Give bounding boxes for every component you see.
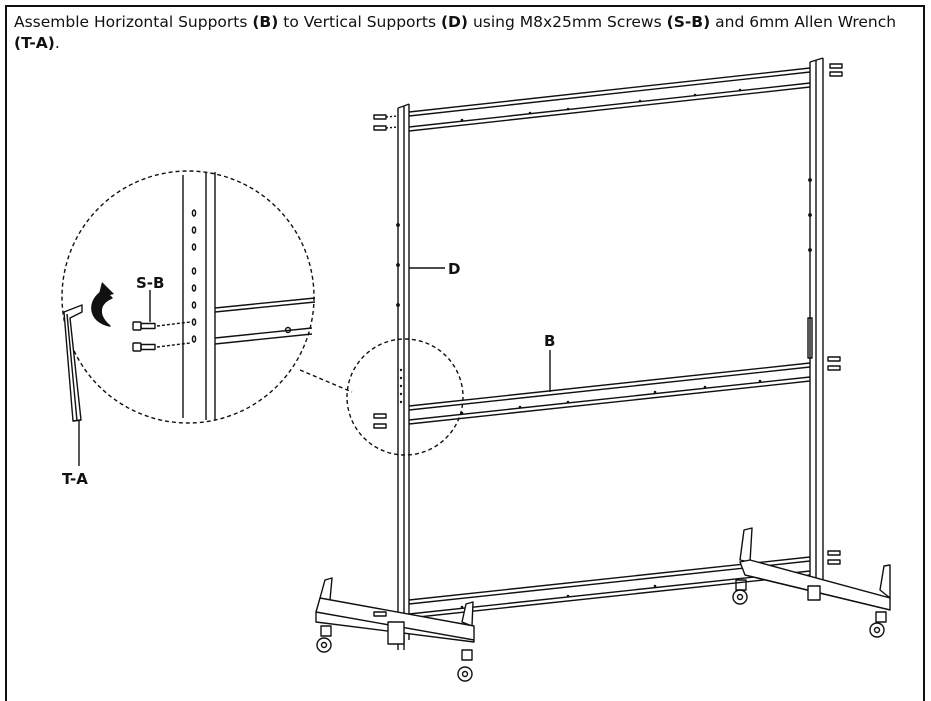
- horizontal-support-top: [408, 67, 811, 132]
- label-vertical-support: D: [448, 260, 460, 278]
- detail-circle: [61, 170, 315, 424]
- detail-screw-2: [132, 342, 191, 352]
- left-base: [315, 577, 475, 682]
- label-allen-wrench: T-A: [62, 470, 88, 488]
- allen-wrench: [63, 304, 83, 460]
- rotation-arrow-icon: [91, 289, 113, 327]
- vertical-support-right: [807, 57, 824, 590]
- screws-top-right: [829, 63, 843, 77]
- caster-left-2: [457, 649, 473, 682]
- screws-middle-right: [827, 356, 841, 371]
- detail-screw-1: [132, 321, 191, 331]
- horizontal-support-middle: [408, 362, 811, 425]
- screws-bottom-right: [827, 550, 841, 565]
- vertical-support-left: [396, 103, 410, 650]
- screws-bottom-left: [373, 611, 387, 617]
- page-border: [5, 5, 925, 701]
- screws-top-left: [373, 114, 399, 131]
- zoom-circle: [346, 338, 464, 456]
- instruction-text: Assemble Horizontal Supports (B) to Vert…: [14, 13, 897, 52]
- caster-right-2: [869, 611, 887, 638]
- label-horizontal-support: B: [544, 332, 555, 350]
- caster-left-1: [316, 625, 332, 653]
- right-base: [732, 527, 891, 638]
- label-screws: S-B: [136, 274, 164, 292]
- caster-right-1: [732, 579, 748, 605]
- screws-middle-left: [373, 413, 387, 429]
